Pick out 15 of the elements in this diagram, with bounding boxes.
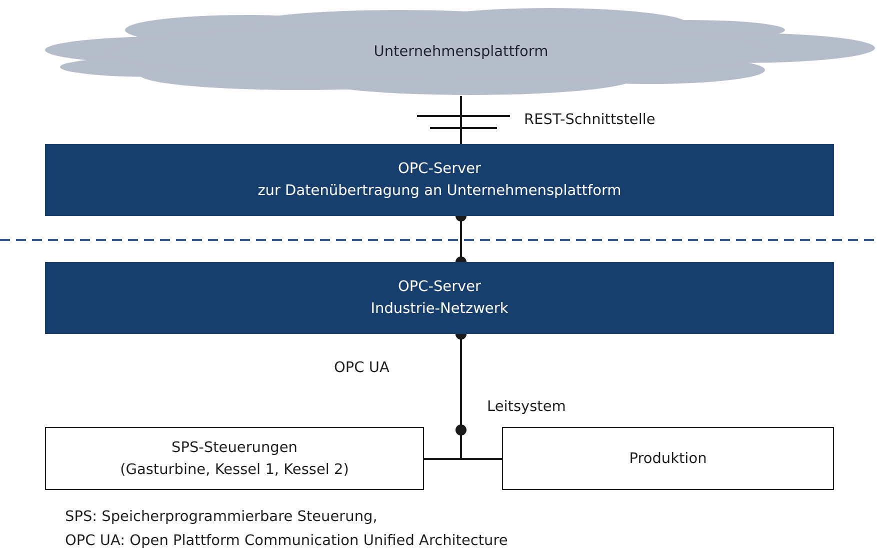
node-label: Produktion <box>629 450 707 468</box>
footnote: OPC UA: Open Plattform Communication Unified Architecture <box>65 533 508 549</box>
node-label: Unternehmensplattform <box>374 43 548 62</box>
node-label: (Gasturbine, Kessel 1, Kessel 2) <box>120 460 349 480</box>
server-box <box>45 144 834 216</box>
process-box <box>45 427 424 490</box>
node-label: OPC-Server <box>398 160 482 179</box>
node-label: OPC-Server <box>398 278 482 297</box>
process-box <box>502 427 834 490</box>
footnote: SPS: Speicherprogrammierbare Steuerung, <box>65 509 378 525</box>
node-label: Industrie-Netzwerk <box>370 300 508 319</box>
server-box <box>45 262 834 334</box>
node-label: SPS-Steuerungen <box>172 438 298 458</box>
node-label: zur Datenübertragung an Unternehmensplattform <box>258 182 622 201</box>
connector-line <box>460 96 462 144</box>
